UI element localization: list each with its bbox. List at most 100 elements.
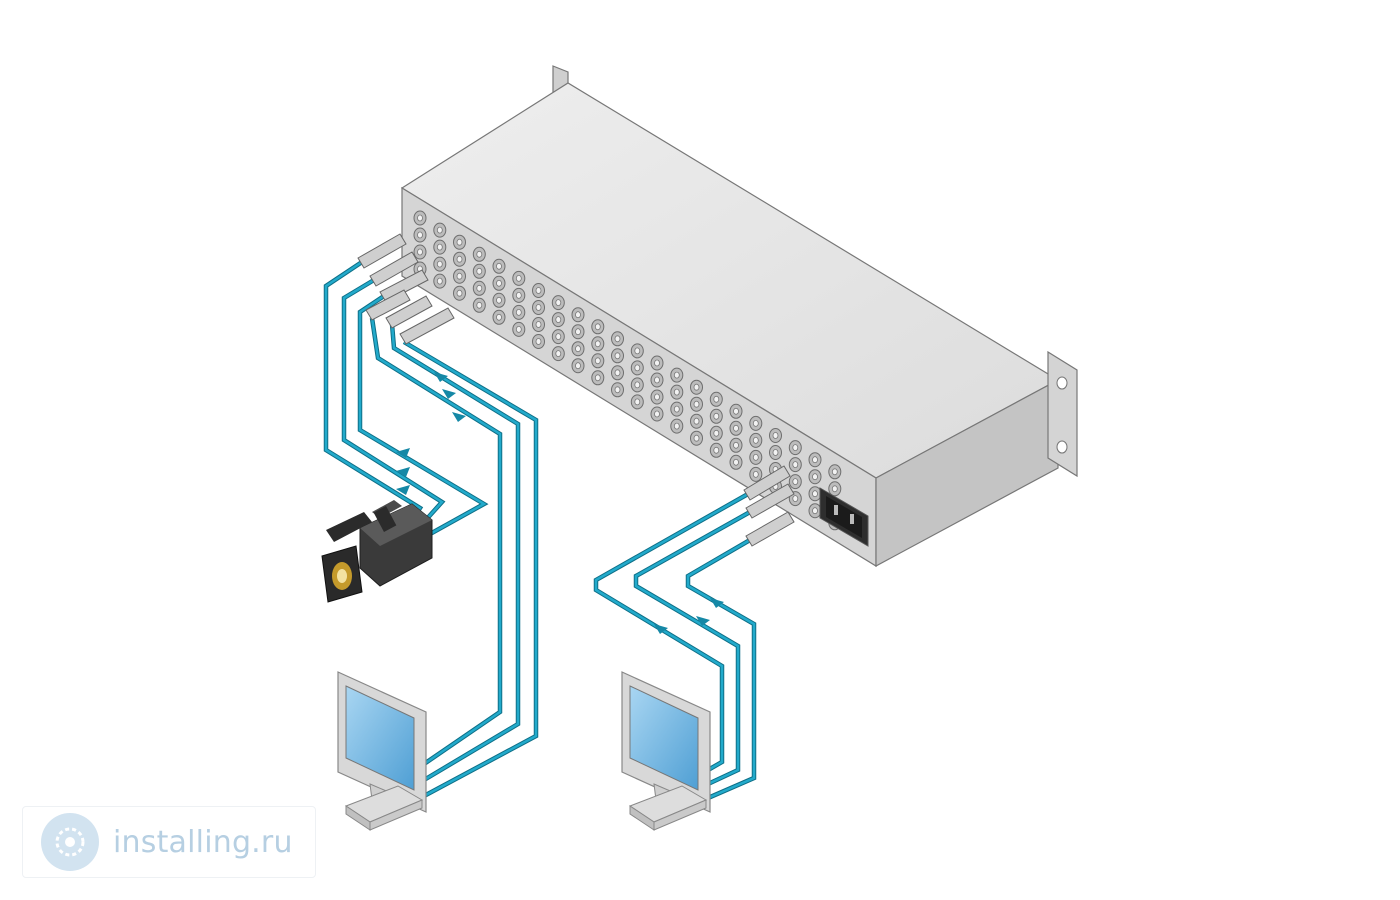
bnc-connector-pin [515, 308, 522, 316]
bnc-connector-pin [752, 436, 759, 444]
bnc-connector-pin [575, 362, 581, 370]
bnc-connector-pin [634, 347, 641, 355]
bnc-connector-pin [476, 301, 483, 309]
bnc-connector-pin [752, 419, 759, 427]
bnc-connector-grid [413, 210, 842, 531]
watermark: installing.ru [22, 806, 316, 878]
rack-ear-front [1047, 350, 1078, 478]
rack-ear-hole-bottom [1056, 440, 1068, 454]
matrix-switcher [400, 65, 1078, 568]
bnc-connector-pin [614, 352, 621, 360]
bnc-connector-pin [733, 407, 739, 415]
bnc-connector-pin [693, 400, 700, 408]
bnc-connector-pin [555, 350, 562, 358]
bnc-connector-pin [456, 289, 463, 297]
bnc-connector-pin [812, 456, 818, 464]
bnc-connector-pin [752, 453, 759, 461]
watermark-text: installing.ru [113, 824, 293, 860]
bnc-connector-pin [417, 214, 423, 222]
bnc-connector-pin [634, 364, 641, 372]
bnc-connector-pin [654, 410, 660, 418]
chassis-side [875, 378, 1059, 568]
bnc-connector-pin [693, 434, 700, 442]
bnc-connector-pin [713, 412, 720, 420]
bnc-connector-pin [535, 304, 542, 311]
bnc-connector-pin [772, 432, 779, 439]
bnc-connector-pin [575, 311, 581, 319]
bnc-connector-pin [614, 386, 621, 394]
bnc-connector-pin [575, 328, 581, 336]
bnc-connector-pin [733, 441, 739, 449]
bnc-connector-pin [575, 345, 581, 353]
bnc-connector-pin [831, 485, 838, 493]
bnc-connector-pin [515, 291, 522, 299]
cable-runs [323, 233, 795, 801]
bnc-connector-pin [792, 478, 799, 486]
bnc-connector-pin [594, 340, 601, 348]
bnc-connector-pin [456, 238, 463, 246]
monitor-icon [337, 671, 427, 831]
bnc-connector-pin [515, 325, 522, 333]
bnc-connector-pin [654, 359, 660, 367]
bnc-connector-pin [476, 267, 483, 275]
bnc-connector-pin [654, 393, 660, 401]
bnc-connector-pin [673, 405, 680, 413]
bnc-plugs-right [743, 465, 795, 547]
bnc-connector-pin [476, 284, 483, 292]
bnc-connector-pin [733, 458, 739, 466]
bnc-connector-pin [417, 248, 423, 256]
bnc-connector-pin [594, 323, 601, 331]
bnc-connector-pin [555, 299, 562, 307]
bnc-connector-pin [535, 338, 542, 345]
bnc-connector-pin [673, 388, 680, 396]
bnc-connector-pin [436, 277, 443, 285]
bnc-connector-pin [476, 250, 483, 258]
bnc-connector-pin [673, 422, 680, 430]
bnc-plugs-left [357, 233, 455, 345]
bnc-connector-pin [792, 444, 799, 452]
bnc-connector-pin [456, 255, 463, 263]
bnc-connector-pin [496, 296, 502, 304]
bnc-connector-pin [654, 376, 660, 384]
bnc-connector-pin [752, 470, 759, 478]
bnc-connector-pin [496, 262, 502, 270]
bnc-connector-pin [713, 429, 720, 437]
bnc-connector-pin [555, 316, 562, 324]
bnc-connector-pin [456, 272, 463, 280]
bnc-connector-pin [614, 335, 621, 343]
bnc-connector-pin [594, 374, 601, 382]
bnc-connector-pin [812, 473, 818, 481]
bnc-connector-pin [713, 446, 720, 454]
monitor-icon [621, 671, 711, 831]
bnc-connector-pin [634, 381, 641, 389]
bnc-connector-pin [555, 333, 562, 341]
power-inlet-icon [819, 487, 869, 547]
bnc-connector-pin [812, 507, 818, 515]
signal-direction-arrows [396, 372, 724, 634]
bnc-connector-pin [831, 468, 838, 476]
bnc-connector-pin [535, 321, 542, 328]
bnc-connector-pin [634, 398, 641, 406]
bnc-connector-pin [792, 461, 799, 469]
bnc-connector-pin [673, 371, 680, 379]
rack-ear-hole-top [1056, 376, 1068, 390]
bnc-connector-pin [693, 417, 700, 425]
bnc-connector-pin [436, 243, 443, 251]
bnc-connector-pin [594, 357, 601, 365]
bnc-connector-pin [713, 395, 720, 403]
bnc-connector-pin [515, 274, 522, 282]
bnc-connector-pin [614, 369, 621, 377]
bnc-connector-pin [417, 231, 423, 239]
bnc-connector-pin [792, 495, 799, 503]
bnc-connector-pin [812, 490, 818, 498]
bnc-connector-pin [496, 279, 502, 287]
bnc-connector-pin [496, 313, 502, 321]
installing-logo-icon [41, 813, 99, 871]
video-camera-icon [321, 500, 433, 603]
bnc-connector-pin [693, 383, 700, 391]
bnc-connector-pin [772, 449, 779, 456]
bnc-connector-pin [436, 226, 443, 234]
bnc-connector-pin [436, 260, 443, 268]
